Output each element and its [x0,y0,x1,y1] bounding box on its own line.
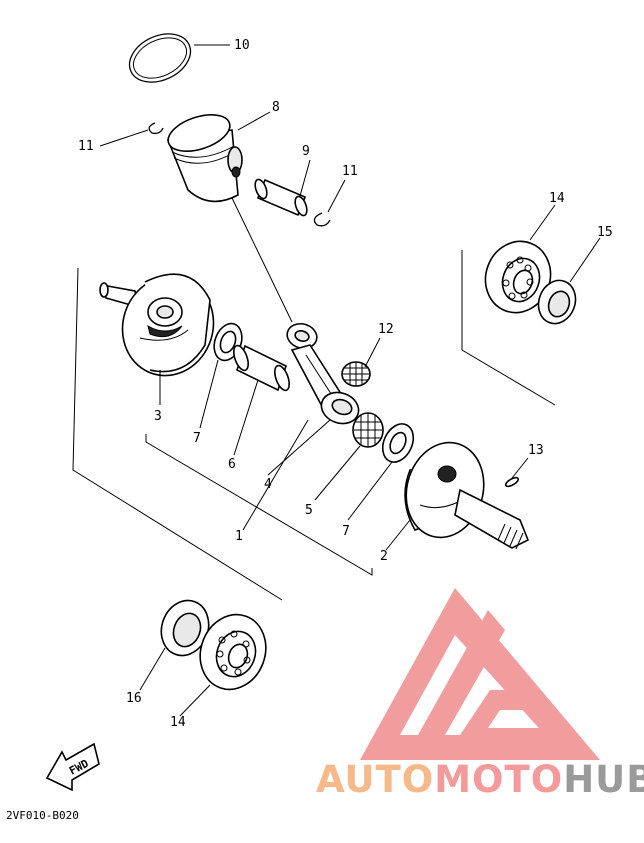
piston-pin-clip-right [313,212,331,227]
leader-piston-rod [231,197,293,323]
watermark-text-moto: MOTO [434,758,563,801]
drawing-code: 2VF010-B020 [6,809,79,822]
watermark-triangle [360,588,600,760]
leader-8 [237,111,271,131]
crank-bearing-lower [199,613,267,691]
crank-pin [233,344,290,392]
leader-9 [299,159,311,197]
watermark-inner-g [460,690,545,735]
small-end-bearing [341,361,371,387]
woodruff-key [504,476,520,488]
leader-11b [327,179,346,213]
assembly-brackets [72,250,556,601]
piston-ring [128,33,192,83]
leader-11a [99,129,149,147]
piston [166,114,243,203]
part-label-7-right: 7 [342,524,350,539]
piston-pin-clip-left [148,122,164,135]
watermark-text: AUTOMOTOHUB [316,758,644,801]
part-label-9: 9 [302,144,310,159]
piston-pin [254,178,308,217]
left-crank-half [99,273,215,377]
thrust-washer-right [381,423,415,463]
big-end-bearing [352,412,384,448]
leader-15 [569,237,601,283]
part-label-13: 13 [528,443,544,458]
part-label-16: 16 [126,691,142,706]
connecting-rod [286,322,360,425]
part-label-11-left: 11 [78,139,94,154]
part-label-12: 12 [378,322,394,337]
part-label-6: 6 [228,457,236,472]
oil-seal-lower [160,599,210,657]
part-label-7-left: 7 [193,431,201,446]
part-label-2: 2 [380,549,388,564]
leader-13 [511,457,529,479]
watermark-inner-a [418,610,505,735]
part-label-11-right: 11 [342,164,358,179]
crank-bearing-upper [484,240,552,314]
part-label-8: 8 [272,100,280,115]
part-label-10: 10 [234,38,250,53]
part-label-4: 4 [264,477,272,492]
part-label-1: 1 [235,529,243,544]
watermark-text-auto: AUTO [316,758,434,801]
leader-12 [364,337,381,368]
part-label-3: 3 [154,409,162,424]
watermark-logo [360,588,600,760]
leader-14b [179,684,211,717]
part-label-14-upper: 14 [549,191,565,206]
right-crank-half [404,441,530,550]
forward-arrow-icon: FWD [45,742,100,792]
oil-seal-upper [537,279,577,325]
part-label-14-lower: 14 [170,715,186,730]
watermark-text-hub: HUB [563,758,644,801]
leader-14a [529,204,556,241]
part-label-15: 15 [597,225,613,240]
part-label-5: 5 [305,503,313,518]
leader-16 [139,647,166,691]
